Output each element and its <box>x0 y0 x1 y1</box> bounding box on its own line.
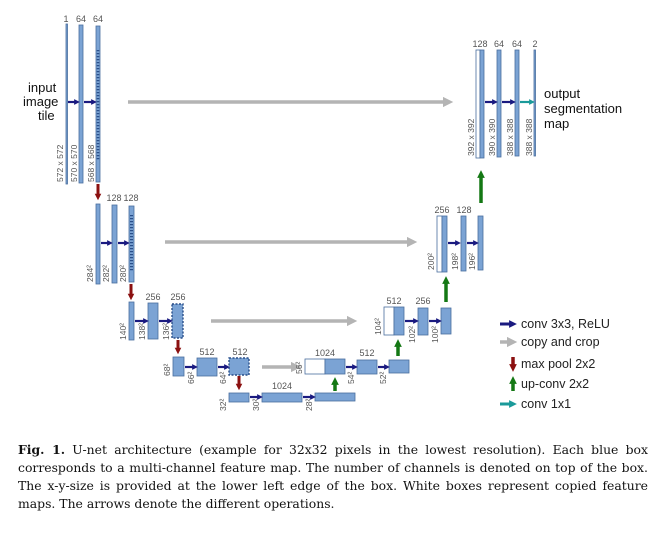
feature-map-l1-e1 <box>496 49 502 158</box>
channels-l4-e0: 1024 <box>315 348 335 358</box>
channels-l2-e1: 128 <box>456 205 471 215</box>
channels-l2-e0: 256 <box>434 205 449 215</box>
feature-map-l2-upconv <box>441 215 448 273</box>
channels-l1-c1: 64 <box>76 14 86 24</box>
channels-l4-c2: 512 <box>232 347 247 357</box>
size-l5-pooled: 32² <box>218 399 228 411</box>
size-l3-c2: 136² <box>161 323 171 340</box>
feature-map-l3-copied <box>383 306 395 336</box>
legend-conv1x1-label: conv 1x1 <box>521 397 571 411</box>
feature-map-l1-input <box>65 23 68 185</box>
channels-l1-output: 2 <box>532 39 537 49</box>
size-l5-c1: 30² <box>251 399 261 411</box>
size-l2-c1: 282² <box>101 265 111 282</box>
channels-l4-c1: 512 <box>199 347 214 357</box>
input-label-line-2: image <box>23 94 58 109</box>
size-l4-e0: 56² <box>294 362 304 374</box>
feature-map-l5-c2 <box>314 392 356 402</box>
legend-copy-label: copy and crop <box>521 335 600 349</box>
unet-diagram: input image tile output segmentation map… <box>23 14 622 411</box>
feature-map-l4-e1 <box>356 359 378 375</box>
feature-map-l4-copied <box>304 358 326 375</box>
output-label-line-2: segmentation <box>544 101 622 116</box>
feature-map-l2-e1 <box>460 215 467 272</box>
size-l1-input: 572 x 572 <box>55 144 65 182</box>
feature-map-l4-c2 <box>228 357 250 376</box>
size-l3-e2: 100² <box>430 326 440 343</box>
feature-map-l2-e2 <box>477 215 484 271</box>
input-label-line-1: input <box>28 80 57 95</box>
channels-l1-c2: 64 <box>93 14 103 24</box>
feature-map-l4-pooled <box>172 356 185 377</box>
feature-map-l2-copied <box>436 215 443 273</box>
feature-map-l3-e2 <box>440 307 452 335</box>
feature-map-l2-pooled <box>95 203 101 285</box>
feature-map-l3-upconv <box>393 306 405 336</box>
channels-l2-c1: 128 <box>106 193 121 203</box>
caption-text: U-net architecture (example for 32x32 pi… <box>18 442 648 511</box>
size-l1-c2: 568 x 568 <box>86 144 96 182</box>
size-l1-output: 388 x 388 <box>524 118 534 156</box>
output-label-line-3: map <box>544 116 569 131</box>
size-l1-c1: 570 x 570 <box>69 144 79 182</box>
feature-map-l2-c2 <box>128 205 135 283</box>
feature-map-l3-c2 <box>171 303 184 339</box>
size-l4-e1: 54² <box>346 372 356 384</box>
channels-l1-input: 1 <box>63 14 68 24</box>
legend: conv 3x3, ReLU copy and crop max pool 2x… <box>500 317 610 411</box>
size-l1-e1: 390 x 390 <box>487 118 497 156</box>
size-l5-c2: 28² <box>304 399 314 411</box>
channels-l3-e0: 512 <box>386 296 401 306</box>
feature-map-l1-e2 <box>514 49 520 157</box>
feature-map-l3-e1 <box>417 307 429 336</box>
size-l3-pooled: 140² <box>118 323 128 340</box>
feature-map-l2-c1 <box>111 204 118 284</box>
size-l2-pooled: 284² <box>85 265 95 282</box>
channels-l5-c1: 1024 <box>272 381 292 391</box>
caption-label: Fig. 1. <box>18 442 66 457</box>
figure-caption: Fig. 1. U-net architecture (example for … <box>18 441 648 513</box>
legend-pool-label: max pool 2x2 <box>521 357 595 371</box>
size-l3-c1: 138² <box>137 323 147 340</box>
channels-l2-c2: 128 <box>123 193 138 203</box>
input-label-line-3: tile <box>38 108 55 123</box>
size-l4-e2: 52² <box>378 372 388 384</box>
channels-l1-e0: 128 <box>472 39 487 49</box>
size-l1-e2: 388 x 388 <box>505 118 515 156</box>
feature-map-l5-pooled <box>228 392 250 403</box>
legend-upconv-label: up-conv 2x2 <box>521 377 589 391</box>
channels-l3-c2: 256 <box>170 292 185 302</box>
feature-map-l3-c1 <box>147 302 159 340</box>
legend-conv-label: conv 3x3, ReLU <box>521 317 610 331</box>
feature-map-l3-pooled <box>128 301 135 341</box>
size-l3-e0: 104² <box>373 318 383 335</box>
size-l2-e2: 196² <box>467 253 477 270</box>
channels-l1-e2: 64 <box>512 39 522 49</box>
channels-l1-e1: 64 <box>494 39 504 49</box>
feature-map-l4-e2 <box>388 359 410 374</box>
feature-map-l1-upconv <box>479 49 485 159</box>
feature-map-l4-upconv <box>324 358 346 375</box>
feature-map-l1-copied <box>475 49 481 159</box>
size-l1-e0: 392 x 392 <box>466 118 476 156</box>
feature-map-l5-c1 <box>261 392 303 403</box>
feature-map-l1-c1 <box>78 24 84 184</box>
size-l4-c2: 64² <box>218 372 228 384</box>
channels-l3-c1: 256 <box>145 292 160 302</box>
size-l4-c1: 66² <box>186 372 196 384</box>
size-l2-e1: 198² <box>450 253 460 270</box>
size-l3-e1: 102² <box>407 326 417 343</box>
size-l4-pooled: 68² <box>162 364 172 376</box>
size-l2-c2: 280² <box>118 265 128 282</box>
feature-map-l1-output <box>533 49 536 157</box>
channels-l4-e1: 512 <box>359 348 374 358</box>
size-l2-e0: 200² <box>426 253 436 270</box>
feature-map-l4-c1 <box>196 357 218 377</box>
output-label-line-1: output <box>544 86 581 101</box>
channels-l3-e1: 256 <box>415 296 430 306</box>
